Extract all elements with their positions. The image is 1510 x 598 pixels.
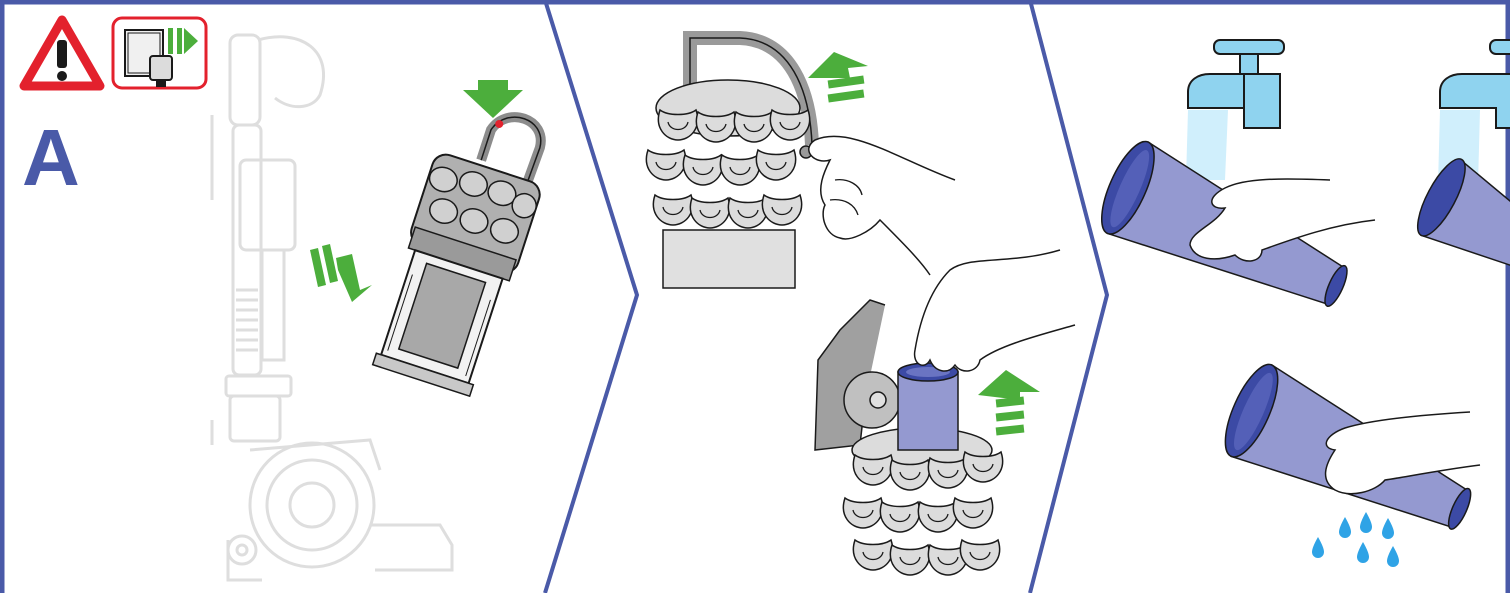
warning-triangle-icon (19, 15, 105, 91)
insert-direction-arrow-icon (310, 244, 372, 302)
hand-release-catch (808, 135, 956, 276)
water-stream (1186, 110, 1228, 180)
hand-pull-filter (913, 249, 1076, 372)
unplug-from-mains-icon (111, 16, 208, 90)
hand-holding-filter-2 (1324, 411, 1481, 495)
panel-divider-2 (1028, 0, 1110, 594)
cyclone-top-release (645, 31, 819, 289)
up-arrow-icon (808, 52, 868, 103)
cyclone-assembly (371, 112, 546, 398)
down-arrow-icon (463, 90, 523, 118)
vacuum-body-ghost (210, 33, 454, 582)
filter-under-tap-2 (1416, 158, 1510, 275)
water-drops-icon (1312, 512, 1399, 567)
step-label: A (22, 113, 80, 202)
panel-divider-1 (543, 0, 640, 594)
hand-holding-filter-1 (1189, 178, 1376, 262)
lift-arrow-icon (978, 370, 1040, 436)
water-tap-icon (1187, 39, 1285, 129)
cyclone-filter-removal (814, 299, 1004, 576)
water-tap-icon-2 (1439, 39, 1510, 129)
